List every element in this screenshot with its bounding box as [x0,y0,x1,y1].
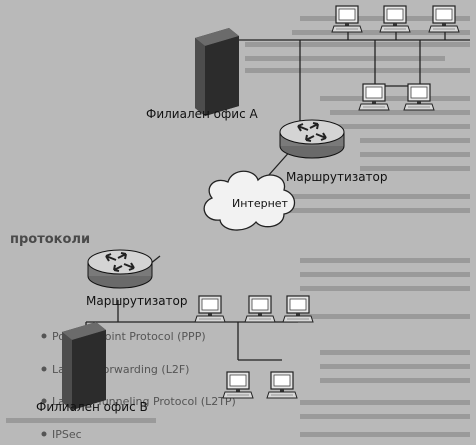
pc-icon [331,5,363,33]
router-top-label: Маршрутизатор [286,170,388,184]
heading-protocols: протоколи [10,232,90,247]
cloud-label: Интернет [232,197,289,210]
internet-cloud-icon [203,170,296,231]
office-a-network [228,26,470,177]
router-bottom-label: Маршрутизатор [86,294,188,308]
router-bottom-icon [87,249,153,289]
pc-icon [222,371,254,399]
office-b-building-icon [62,322,106,410]
office-b-label: Филиален офис B [36,400,148,414]
pc-icon [282,295,314,323]
office-a-label: Филиален офис A [146,107,258,121]
pc-icon [358,83,390,111]
pc-icon [266,371,298,399]
pc-icon [244,295,276,323]
router-top-icon [279,119,345,159]
pc-icon [194,295,226,323]
office-a-building-icon [195,28,239,116]
pc-icon [403,83,435,111]
pc-icon [428,5,460,33]
bullet-ipsec: IPSec [52,428,82,441]
pc-icon [379,5,411,33]
